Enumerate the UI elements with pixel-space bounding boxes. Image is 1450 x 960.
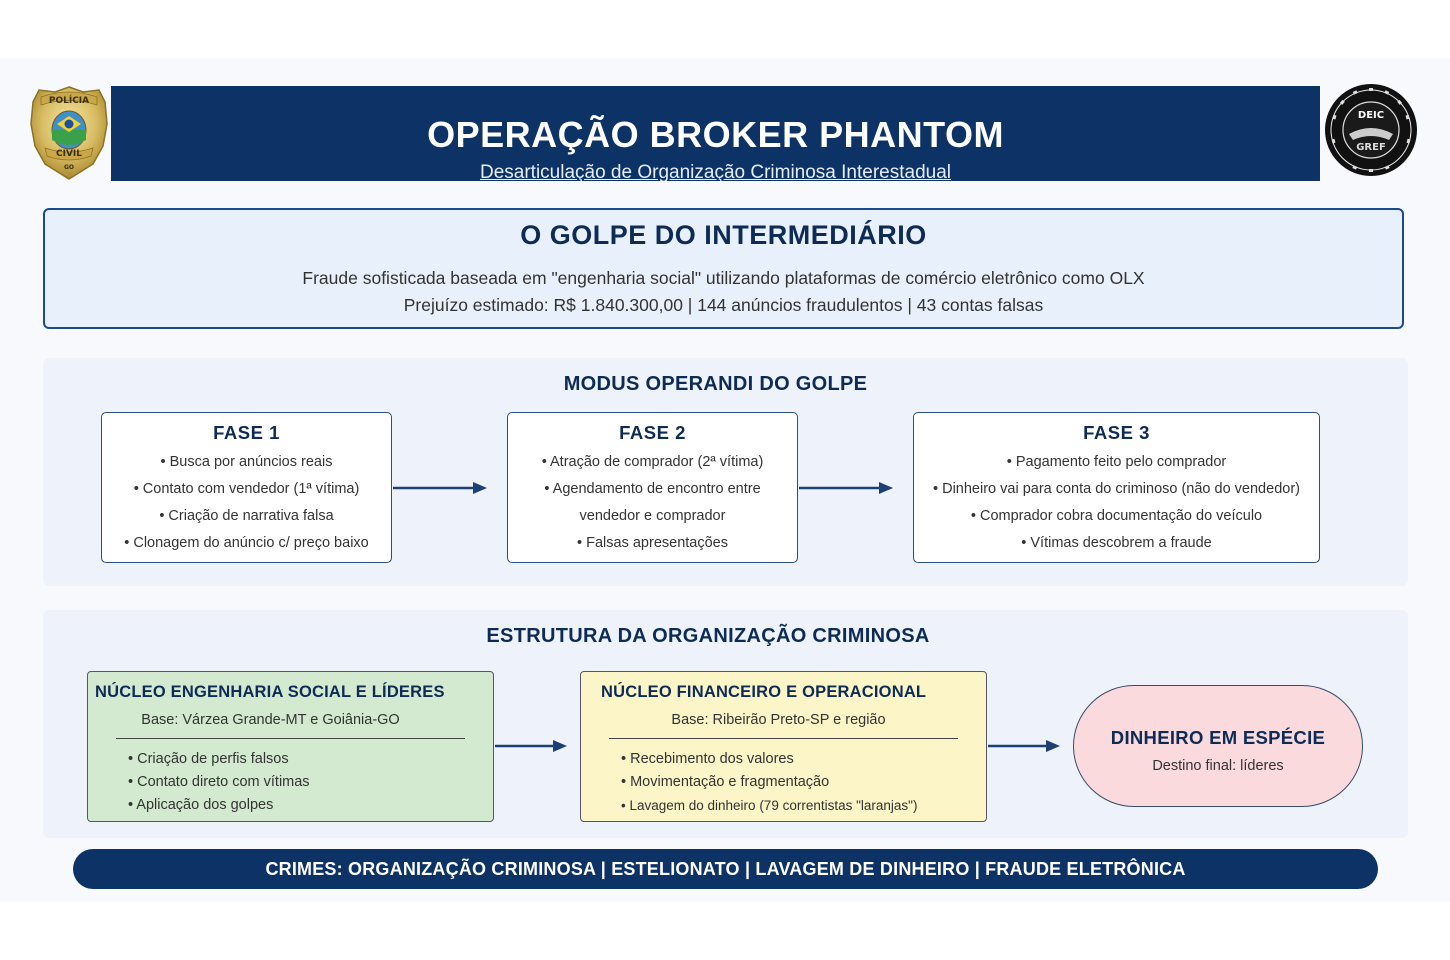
divider (609, 738, 958, 739)
badge-state-text: GO (64, 164, 74, 171)
phase-1-item: • Clonagem do anúncio c/ preço baixo (124, 535, 369, 551)
dinheiro-especie-node: DINHEIRO EM ESPÉCIE Destino final: líder… (1073, 685, 1363, 807)
phase-2-title: FASE 2 (619, 422, 686, 443)
badge-top-text: POLÍCIA (49, 94, 89, 106)
phase-3-title: FASE 3 (1083, 422, 1150, 443)
nucleo-financeiro-base: Base: Ribeirão Preto-SP e região (671, 712, 886, 728)
deic-gref-seal-logo: DEIC GREF (1323, 82, 1419, 178)
divider (116, 738, 465, 739)
phase-1-item: • Criação de narrativa falsa (159, 508, 334, 524)
page-title: OPERAÇÃO BROKER PHANTOM (427, 114, 1004, 155)
nucleo-engenharia-item: • Criação de perfis falsos (128, 751, 289, 767)
golpe-description: Fraude sofisticada baseada em "engenhari… (302, 268, 1145, 288)
phase-1-box: FASE 1 • Busca por anúncios reais • Cont… (101, 412, 392, 563)
phase-2-item: • Falsas apresentações (577, 535, 728, 551)
arrow-right-icon (988, 740, 1060, 752)
seal-top-text: DEIC (1358, 110, 1384, 121)
nucleo-financeiro-box: NÚCLEO FINANCEIRO E OPERACIONAL Base: Ri… (580, 671, 987, 822)
dinheiro-title: DINHEIRO EM ESPÉCIE (1110, 727, 1326, 748)
crimes-banner: CRIMES: ORGANIZAÇÃO CRIMINOSA | ESTELION… (73, 849, 1378, 889)
phase-3-item: • Vítimas descobrem a fraude (1021, 535, 1212, 551)
seal-bottom-text: GREF (1356, 142, 1386, 153)
phase-3-item: • Pagamento feito pelo comprador (1006, 454, 1227, 470)
badge-bottom-text: CIVIL (56, 149, 82, 159)
phase-1-item: • Contato com vendedor (1ª vítima) (133, 481, 360, 497)
header-banner: OPERAÇÃO BROKER PHANTOM Desarticulação d… (111, 86, 1320, 181)
phase-2-item: • Agendamento de encontro entre (544, 481, 761, 497)
golpe-title: O GOLPE DO INTERMEDIÁRIO (520, 220, 927, 250)
nucleo-financeiro-title: NÚCLEO FINANCEIRO E OPERACIONAL (601, 683, 927, 701)
nucleo-financeiro-item: • Lavagem do dinheiro (79 correntistas "… (621, 798, 918, 813)
phase-2-item: • Atração de comprador (2ª vítima) (541, 454, 764, 470)
nucleo-engenharia-item: • Aplicação dos golpes (128, 797, 274, 813)
dinheiro-subtitle: Destino final: líderes (1152, 758, 1284, 774)
page-subtitle: Desarticulação de Organização Criminosa … (479, 162, 952, 181)
nucleo-engenharia-social-box: NÚCLEO ENGENHARIA SOCIAL E LÍDERES Base:… (87, 671, 494, 822)
arrow-right-icon (393, 482, 487, 494)
nucleo-engenharia-title: NÚCLEO ENGENHARIA SOCIAL E LÍDERES (95, 683, 445, 701)
arrow-right-icon (495, 740, 567, 752)
arrow-right-icon (799, 482, 893, 494)
estrutura-title: ESTRUTURA DA ORGANIZAÇÃO CRIMINOSA (486, 625, 930, 647)
nucleo-engenharia-base: Base: Várzea Grande-MT e Goiânia-GO (141, 712, 400, 728)
nucleo-financeiro-item: • Recebimento dos valores (621, 751, 794, 767)
golpe-summary-box: O GOLPE DO INTERMEDIÁRIO Fraude sofistic… (43, 208, 1404, 329)
phase-3-box: FASE 3 • Pagamento feito pelo comprador … (913, 412, 1320, 563)
phase-1-item: • Busca por anúncios reais (160, 454, 333, 470)
phase-3-item: • Dinheiro vai para conta do criminoso (… (933, 481, 1300, 497)
phase-1-title: FASE 1 (213, 422, 280, 443)
golpe-stats: Prejuízo estimado: R$ 1.840.300,00 | 144… (403, 295, 1044, 315)
modus-operandi-title: MODUS OPERANDI DO GOLPE (563, 373, 868, 395)
phase-2-box: FASE 2 • Atração de comprador (2ª vítima… (507, 412, 798, 563)
policia-civil-badge-logo: POLÍCIA CIVIL GO (27, 84, 111, 182)
phase-2-item: vendedor e comprador (579, 508, 726, 524)
phase-3-item: • Comprador cobra documentação do veícul… (970, 508, 1263, 524)
nucleo-financeiro-item: • Movimentação e fragmentação (621, 774, 830, 790)
nucleo-engenharia-item: • Contato direto com vítimas (128, 774, 310, 790)
